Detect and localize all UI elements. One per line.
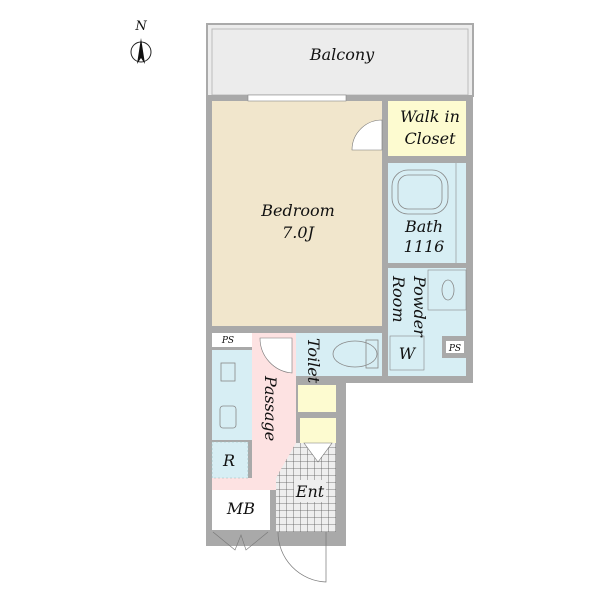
storage-2 — [300, 418, 336, 443]
toilet-icon — [332, 340, 378, 368]
bath: Bath 1116 — [388, 163, 466, 263]
bath-label: Bath — [404, 217, 443, 236]
ps-right-label: PS — [448, 344, 461, 354]
entrance: Ent — [276, 442, 336, 532]
balcony-label: Balcony — [309, 45, 375, 64]
toilet: Toilet — [296, 333, 382, 384]
kitchen: R — [211, 350, 252, 479]
powder-label-1: Powder — [410, 275, 429, 338]
door-swing-icon — [259, 337, 293, 374]
compass-label: N — [134, 19, 147, 34]
ps-left-label: PS — [221, 336, 234, 346]
kitchen-sink-icon — [219, 405, 237, 429]
bedroom-size: 7.0J — [282, 223, 315, 242]
bath-size: 1116 — [404, 237, 445, 256]
north-compass-icon: N — [130, 19, 152, 64]
storage-1 — [298, 385, 336, 412]
walk-in-closet: Walk in Closet — [388, 101, 466, 156]
closet-label-2: Closet — [404, 129, 456, 148]
refrigerator-label: R — [222, 451, 235, 470]
powder-room: W Powder Room PS — [388, 268, 467, 376]
sink-icon — [441, 279, 455, 301]
entrance-label: Ent — [295, 482, 325, 501]
washer-label: W — [399, 344, 417, 363]
entry-door-icon[interactable] — [277, 531, 327, 583]
washer-space — [389, 335, 425, 371]
meter-box-door-icon — [212, 531, 269, 551]
closet-label-1: Walk in — [400, 107, 460, 126]
bedroom: Bedroom 7.0J — [212, 94, 383, 326]
passage: Passage — [212, 333, 296, 490]
stove-icon — [220, 362, 236, 382]
powder-label-2: Room — [389, 275, 408, 322]
bedroom-closet-door-icon — [351, 119, 383, 151]
meter-box: MB — [212, 490, 270, 551]
meter-box-label: MB — [226, 499, 255, 518]
balcony: Balcony — [206, 23, 474, 97]
bedroom-label: Bedroom — [260, 201, 335, 220]
toilet-label: Toilet — [304, 338, 323, 384]
ps-left — [212, 333, 252, 347]
passage-label: Passage — [261, 375, 280, 441]
